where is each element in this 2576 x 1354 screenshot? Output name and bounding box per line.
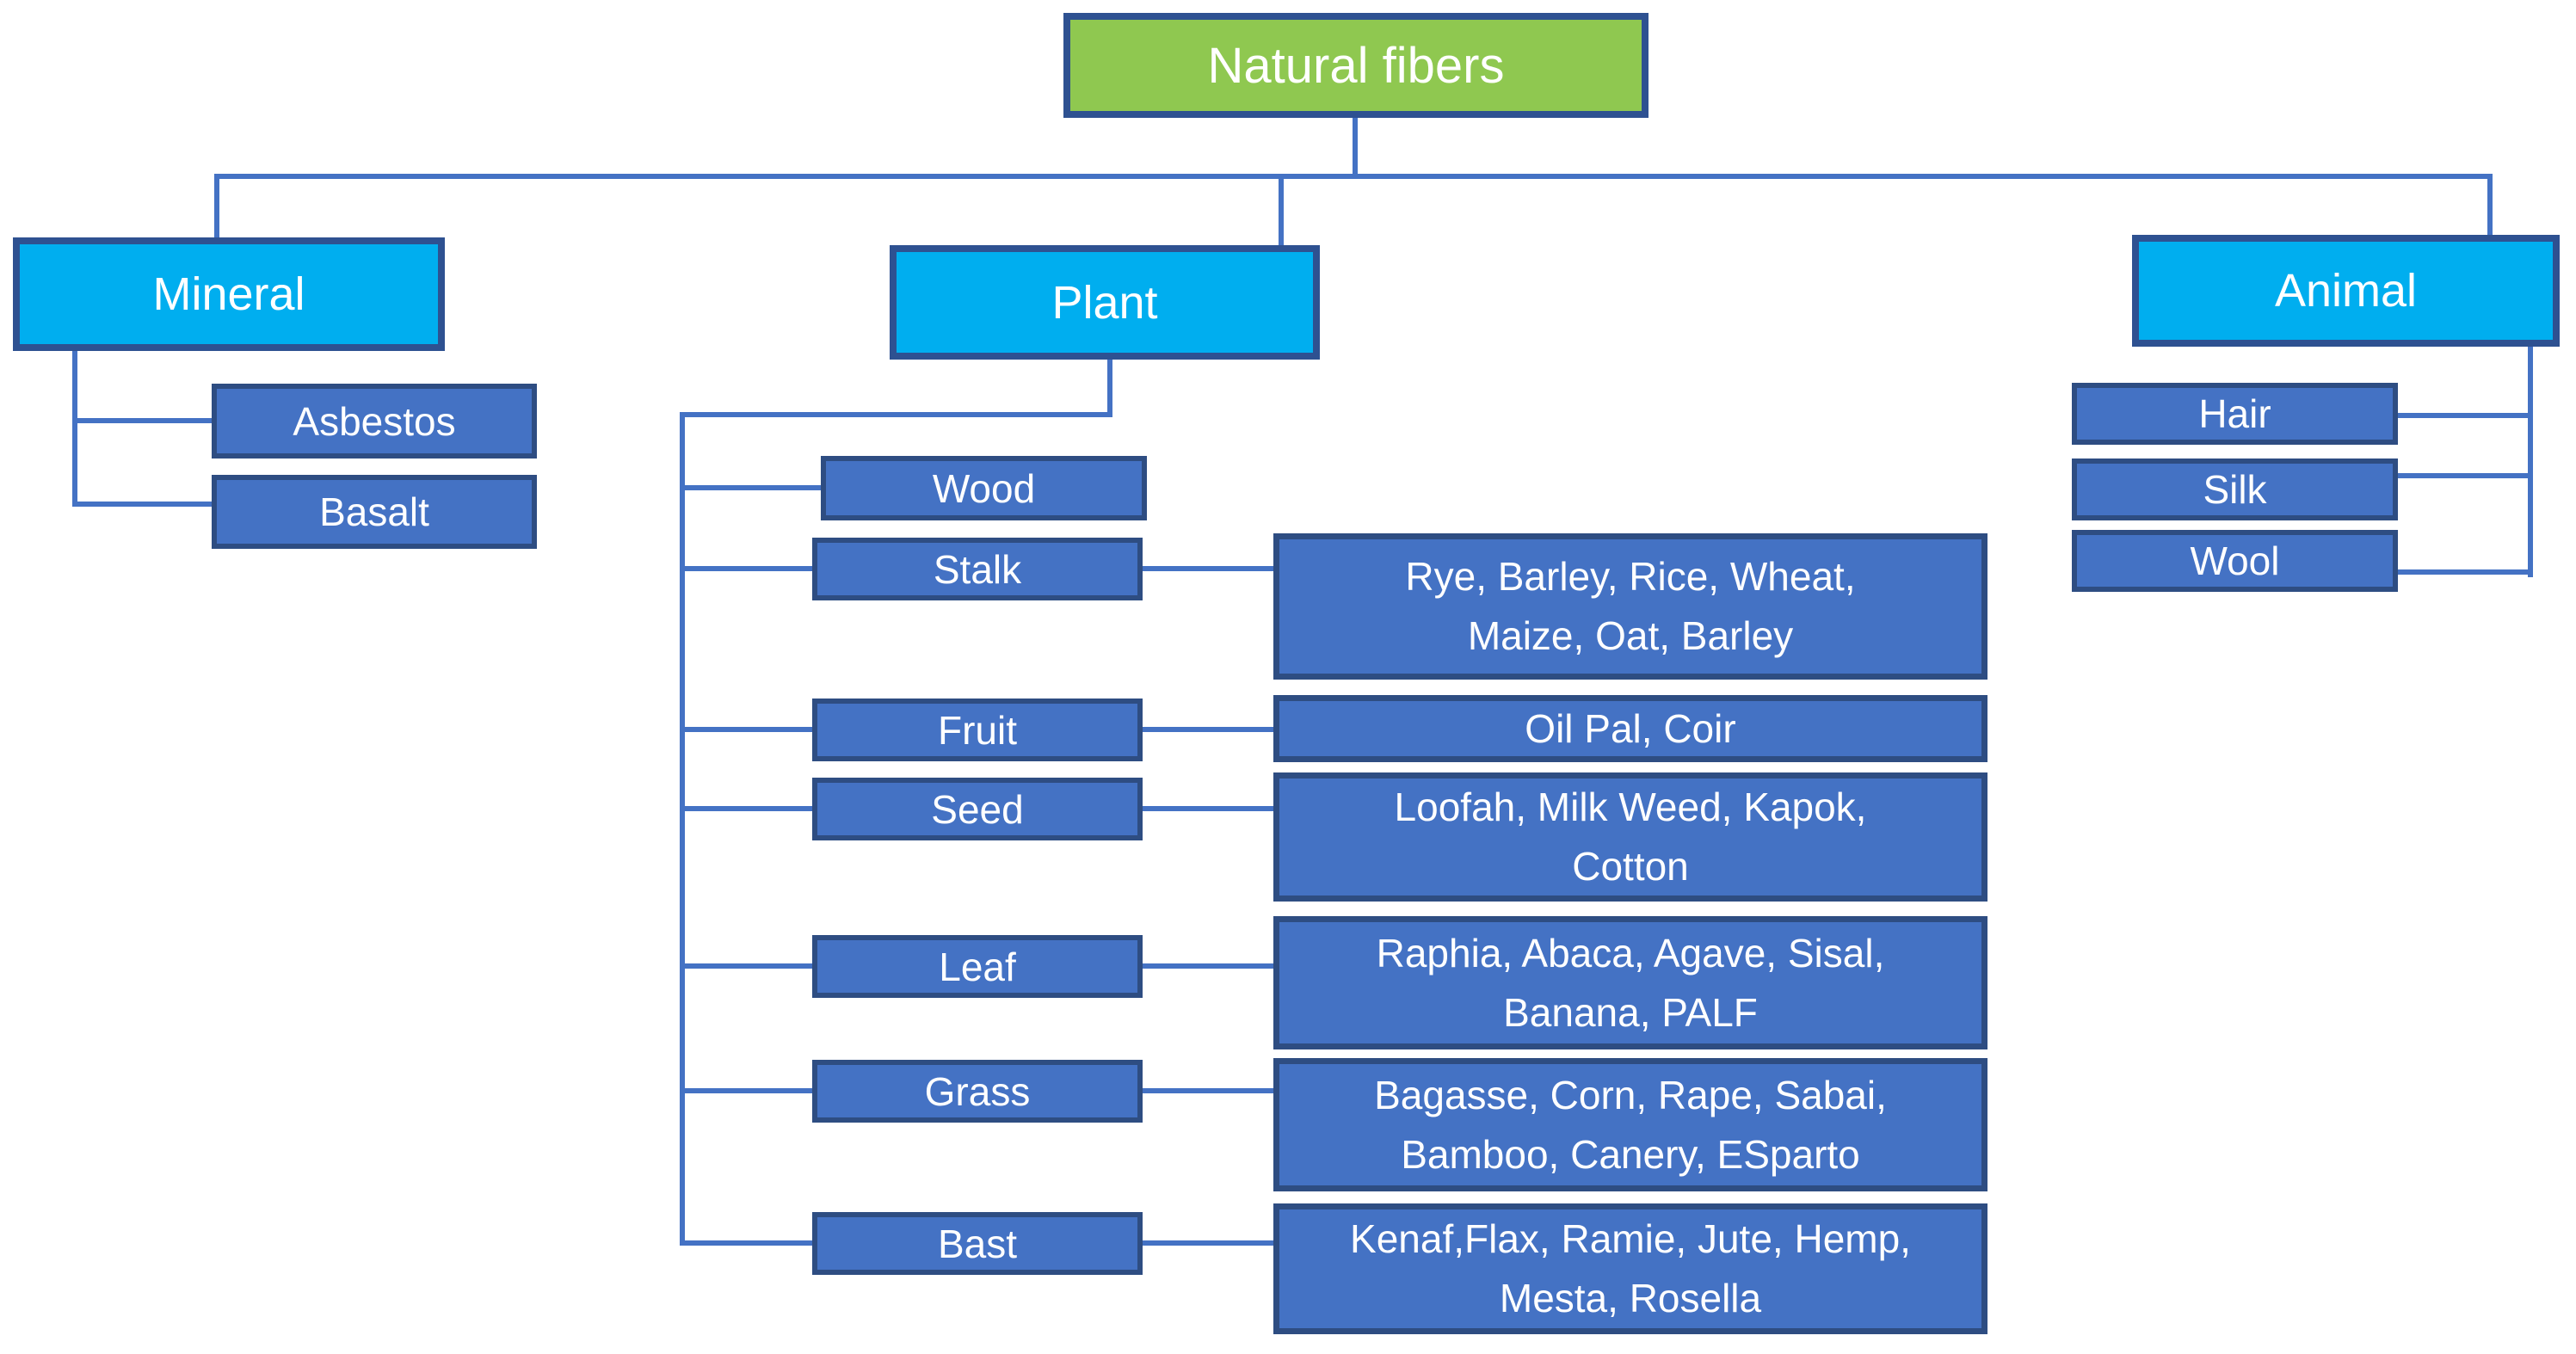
leaf-node-asbestos: Asbestos bbox=[212, 384, 537, 459]
connector-title-drop bbox=[1353, 118, 1358, 176]
connector-seed-detail bbox=[1143, 806, 1273, 811]
connector-animal-drop bbox=[2487, 179, 2493, 235]
root-node-natural-fibers: Natural fibers bbox=[1063, 13, 1649, 118]
connector-mineral-spine bbox=[72, 351, 77, 507]
category-node-mineral: Mineral bbox=[13, 237, 445, 351]
connector-plant-elbow bbox=[680, 412, 1112, 417]
leaf-node-hair: Hair bbox=[2072, 383, 2398, 445]
connector-bast-branch bbox=[680, 1240, 812, 1246]
connector-stalk-branch bbox=[680, 566, 812, 571]
connector-fruit-detail bbox=[1143, 727, 1273, 732]
detail-node-grass-examples: Bagasse, Corn, Rape, Sabai, Bamboo, Cane… bbox=[1273, 1058, 1987, 1191]
connector-mineral-drop bbox=[214, 179, 219, 237]
plant-type-node-stalk: Stalk bbox=[812, 538, 1143, 600]
connector-stalk-detail bbox=[1143, 566, 1273, 571]
leaf-node-wool: Wool bbox=[2072, 530, 2398, 592]
connector-leaf-detail bbox=[1143, 963, 1273, 969]
plant-type-node-seed: Seed bbox=[812, 778, 1143, 840]
connector-mineral-asbestos-branch bbox=[72, 418, 212, 423]
connector-top-rail bbox=[214, 174, 2493, 179]
connector-plant-drop bbox=[1279, 179, 1284, 245]
connector-plant-bottom-drop bbox=[1107, 360, 1112, 415]
detail-node-seed-examples: Loofah, Milk Weed, Kapok, Cotton bbox=[1273, 772, 1987, 902]
plant-type-node-fruit: Fruit bbox=[812, 699, 1143, 761]
connector-plant-spine bbox=[680, 412, 685, 1246]
detail-node-stalk-examples: Rye, Barley, Rice, Wheat, Maize, Oat, Ba… bbox=[1273, 533, 1987, 680]
connector-grass-branch bbox=[680, 1088, 812, 1093]
connector-fruit-branch bbox=[680, 727, 812, 732]
leaf-node-basalt: Basalt bbox=[212, 475, 537, 549]
connector-wood-branch bbox=[680, 485, 821, 490]
connector-wool-branch bbox=[2398, 569, 2533, 575]
detail-node-fruit-examples: Oil Pal, Coir bbox=[1273, 695, 1987, 762]
connector-animal-spine bbox=[2528, 347, 2533, 577]
plant-type-node-grass: Grass bbox=[812, 1060, 1143, 1123]
leaf-node-silk: Silk bbox=[2072, 459, 2398, 520]
plant-type-node-bast: Bast bbox=[812, 1212, 1143, 1275]
connector-bast-detail bbox=[1143, 1240, 1273, 1246]
detail-node-bast-examples: Kenaf,Flax, Ramie, Jute, Hemp, Mesta, Ro… bbox=[1273, 1203, 1987, 1334]
category-node-plant: Plant bbox=[890, 245, 1320, 360]
connector-hair-branch bbox=[2398, 413, 2533, 418]
connector-grass-detail bbox=[1143, 1088, 1273, 1093]
plant-type-node-wood: Wood bbox=[821, 456, 1147, 520]
connector-silk-branch bbox=[2398, 473, 2533, 478]
connector-mineral-basalt-branch bbox=[72, 502, 212, 507]
detail-node-leaf-examples: Raphia, Abaca, Agave, Sisal, Banana, PAL… bbox=[1273, 916, 1987, 1049]
plant-type-node-leaf: Leaf bbox=[812, 935, 1143, 998]
category-node-animal: Animal bbox=[2132, 235, 2560, 347]
connector-seed-branch bbox=[680, 806, 812, 811]
connector-leaf-branch bbox=[680, 963, 812, 969]
